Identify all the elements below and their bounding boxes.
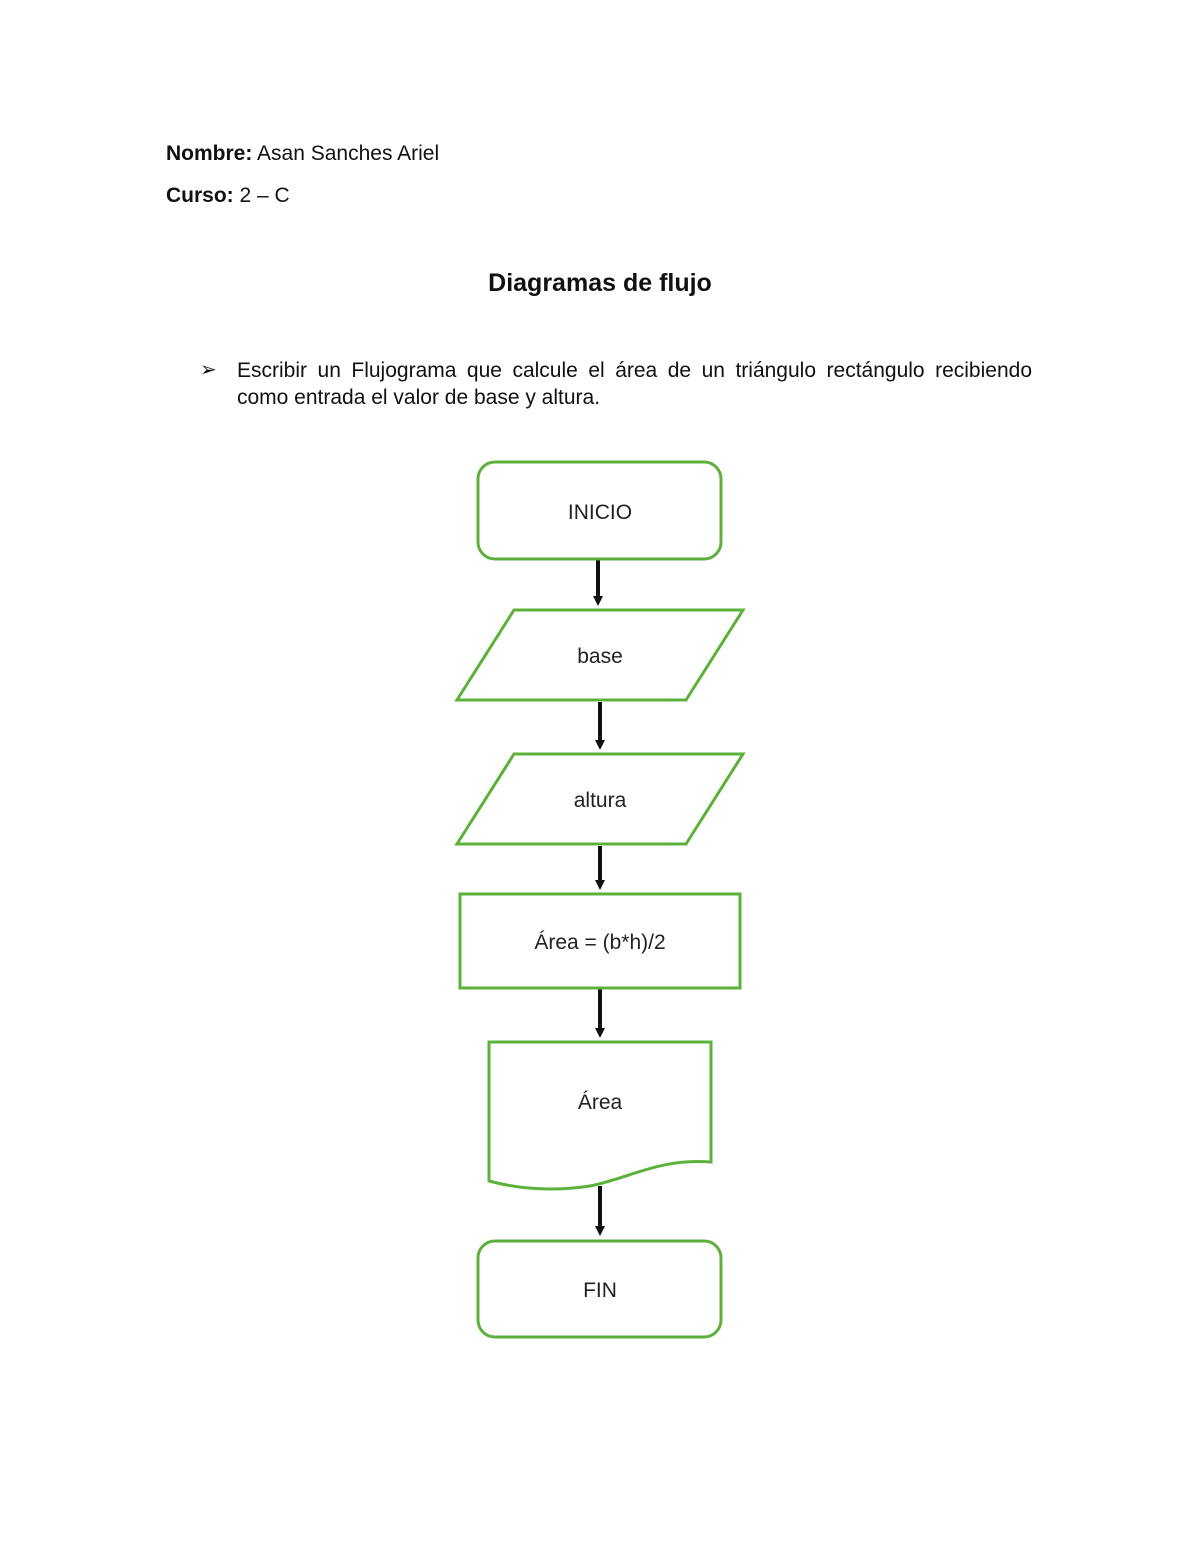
flow-label-inicio: INICIO [568,501,632,524]
flow-node-fin [476,1239,723,1339]
flow-node-inicio [476,460,723,561]
task-text: Escribir un Flujograma que calcule el ár… [237,359,1032,409]
curso-label: Curso: [166,184,234,207]
nombre-line: Nombre: Asan Sanches Ariel [166,142,439,166]
curso-value: 2 – C [239,184,290,207]
flow-label-output: Área [578,1091,623,1114]
flow-node-output [487,1040,713,1191]
page-title: Diagramas de flujo [488,269,712,297]
curso-line: Curso: 2 – C [166,184,290,208]
flow-label-altura: altura [574,789,627,812]
arrow-bullet-icon: ➢ [200,359,217,381]
flow-node-altura [454,752,746,846]
flow-label-base: base [577,645,623,668]
nombre-value: Asan Sanches Ariel [257,142,440,165]
flow-label-calc: Área = (b*h)/2 [534,931,665,954]
task-bullet-item: ➢ Escribir un Flujograma que calcule el … [200,357,1032,411]
flow-label-fin: FIN [583,1279,617,1302]
flow-node-calc [458,892,742,990]
flow-node-base [454,608,746,702]
nombre-label: Nombre: [166,142,253,165]
